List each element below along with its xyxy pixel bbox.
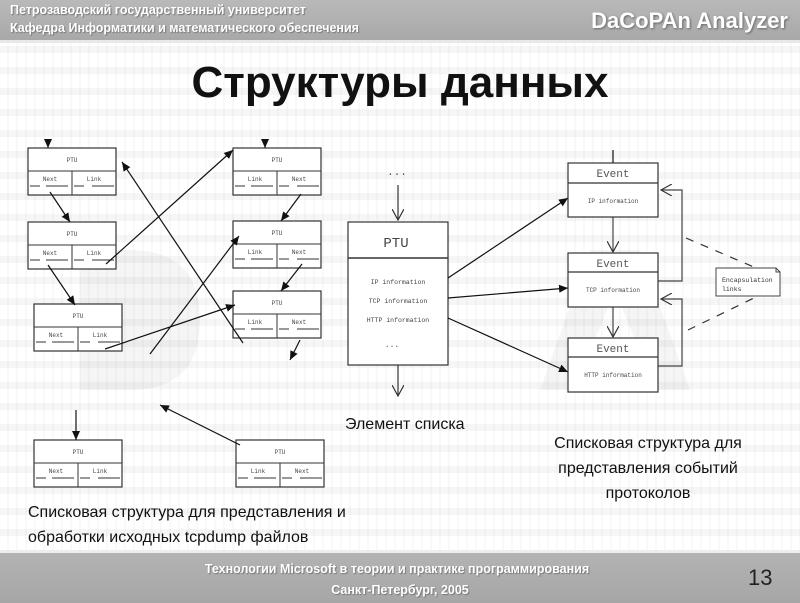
ptu-node-field: Link: [251, 468, 266, 475]
ptu-node-field: Next: [292, 249, 306, 256]
slide-footer: Технологии Microsoft в теории и практике…: [0, 550, 800, 603]
right-caption: Списковая структура для представления со…: [520, 431, 776, 506]
ptu-node-field: Link: [248, 176, 263, 183]
right-caption-line-3: протоколов: [605, 485, 691, 502]
ptu-node-field: Next: [49, 468, 63, 475]
ptu-list-node: PTU Next Link: [33, 303, 123, 352]
ptu-node-field: Next: [43, 176, 57, 183]
field-ip: IP information: [371, 279, 426, 286]
ptu-list-node: PTU Link Next: [232, 147, 322, 196]
ptu-list-node: PTU Link Next: [232, 220, 322, 269]
event-title: Event: [596, 259, 629, 271]
pointer-arrow: [280, 263, 303, 292]
right-caption-line-1: Списковая структура для: [554, 435, 742, 452]
ptu-list-node: PTU Next Link: [33, 439, 123, 488]
event-info: TCP information: [586, 287, 640, 294]
footer-course: Технологии Microsoft в теории и практике…: [204, 562, 590, 576]
ptu-list-node: PTU Next Link: [27, 221, 117, 270]
pointer-arrow: [149, 235, 240, 355]
note-line-1: Encapsulation: [722, 277, 773, 284]
event-info: IP information: [588, 198, 639, 205]
field-more: ...: [385, 341, 399, 350]
ptu-list-node: PTU Link Next: [235, 439, 325, 488]
left-caption-line-1: Списковая структура для представления и: [28, 504, 346, 521]
pointer-arrow: [105, 149, 234, 265]
slide-title: Структуры данных: [191, 58, 609, 107]
field-http: HTTP information: [367, 317, 430, 324]
center-caption: Элемент списка: [345, 416, 465, 433]
left-caption-line-2: обработки исходных tcpdump файлов: [28, 529, 309, 546]
ptu-list-node: PTU Next Link: [27, 147, 117, 196]
left-caption: Списковая структура для представления и …: [28, 500, 346, 550]
pointer-arrow: [47, 264, 76, 306]
slide-header: Петрозаводский государственный университ…: [0, 0, 800, 43]
ptu-node-field: Next: [292, 176, 306, 183]
ptu-node-field: Link: [87, 250, 102, 257]
university-name: Петрозаводский государственный университ…: [10, 3, 306, 17]
pointer-arrow: [280, 193, 302, 222]
center-ptu-title: PTU: [383, 236, 408, 252]
ptu-list-node: PTU Link Next: [232, 290, 322, 339]
event-title: Event: [596, 344, 629, 356]
pointer-arrow: [159, 404, 241, 446]
ptu-node-title: PTU: [272, 157, 283, 164]
field-tcp: TCP information: [369, 298, 428, 305]
event-title: Event: [596, 169, 629, 181]
encapsulation-note: Encapsulation links: [715, 267, 781, 297]
department-name: Кафедра Информатики и математического об…: [10, 21, 359, 35]
event-info: HTTP information: [584, 372, 642, 379]
ptu-node-field: Next: [43, 250, 57, 257]
ptu-node-title: PTU: [272, 230, 283, 237]
ptu-node-title: PTU: [73, 313, 84, 320]
right-caption-line-2: представления событий: [558, 460, 738, 477]
pointer-arrow: [289, 339, 301, 361]
pointer-arrow: [49, 191, 71, 223]
event-node: Event IP information: [567, 162, 659, 218]
center-ptu-node: ... PTU IP information TCP information H…: [347, 167, 449, 396]
ptu-node-field: Link: [248, 249, 263, 256]
pointer-arrow: [121, 161, 244, 344]
ptu-node-field: Link: [248, 319, 263, 326]
ellipsis-top: ...: [387, 167, 407, 179]
page-number: 13: [748, 565, 773, 590]
footer-place-year: Санкт-Петербург, 2005: [331, 583, 469, 597]
note-line-2: links: [722, 286, 742, 293]
ptu-node-field: Link: [93, 468, 108, 475]
ptu-node-field: Next: [292, 319, 306, 326]
brand-title: DaCoPAn Analyzer: [591, 8, 788, 33]
ptu-node-title: PTU: [272, 300, 283, 307]
ptu-node-title: PTU: [275, 449, 286, 456]
ptu-node-field: Next: [49, 332, 63, 339]
ptu-node-title: PTU: [67, 157, 78, 164]
ptu-node-field: Link: [87, 176, 102, 183]
ptu-node-field: Link: [93, 332, 108, 339]
ptu-node-title: PTU: [67, 231, 78, 238]
ptu-node-field: Next: [295, 468, 309, 475]
ptu-node-title: PTU: [73, 449, 84, 456]
